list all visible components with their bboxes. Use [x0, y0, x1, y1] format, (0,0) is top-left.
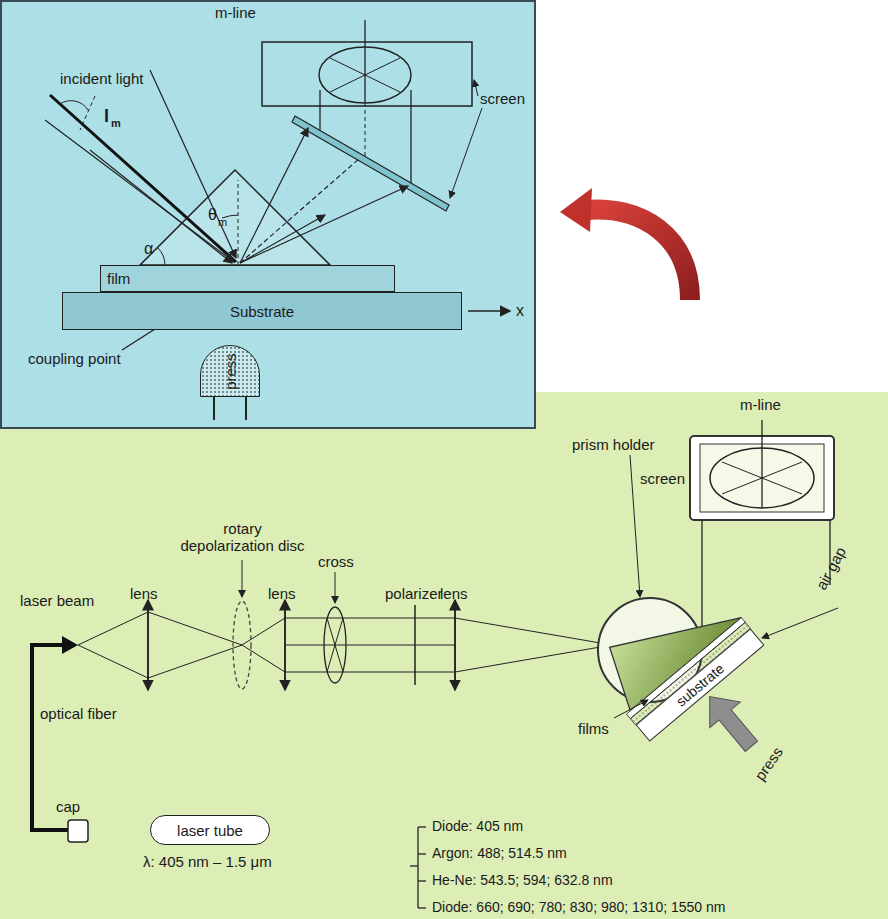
callout: cap — [56, 798, 80, 815]
callout: incident light — [60, 70, 143, 87]
node-label: Substrate — [230, 303, 294, 320]
callout: laser beam — [20, 592, 94, 609]
substrate-block: Substrate — [62, 292, 462, 330]
callout: lens — [440, 585, 468, 602]
press-block: press — [200, 345, 260, 397]
laser-line: Diode: 660; 690; 780; 830; 980; 1310; 15… — [432, 899, 725, 915]
callout: screen — [480, 90, 525, 107]
callout: m-line — [215, 4, 256, 21]
node-label: press — [222, 353, 239, 390]
callout: m-line — [740, 396, 781, 413]
callout: rotary depolarization disc — [180, 520, 305, 554]
symbol-subscript: m — [218, 216, 227, 229]
callout: screen — [640, 470, 685, 487]
callout: films — [578, 720, 609, 737]
callout: prism holder — [572, 436, 655, 453]
callout: coupling point — [28, 350, 121, 367]
laser-line: He-Ne: 543.5; 594; 632.8 nm — [432, 872, 613, 888]
laser-line: Argon: 488; 514.5 nm — [432, 845, 567, 861]
axis-label: x — [516, 302, 524, 320]
node-label: film — [107, 270, 130, 287]
wavelength-range: λ: 405 nm – 1.5 μm — [143, 853, 272, 870]
film-layer: film — [100, 265, 395, 292]
callout: lens — [130, 585, 158, 602]
node-label: laser tube — [177, 822, 243, 839]
laser-tube: laser tube — [150, 815, 270, 845]
blue-panel — [1, 1, 535, 428]
callout: optical fiber — [40, 705, 117, 722]
callout: polarizer — [385, 585, 443, 602]
symbol-subscript: m — [111, 117, 121, 130]
symbol: α — [144, 240, 153, 258]
symbol: l — [104, 106, 109, 126]
green-panel — [0, 392, 888, 919]
callout: cross — [318, 553, 354, 570]
laser-line: Diode: 405 nm — [432, 818, 523, 834]
callout: lens — [268, 585, 296, 602]
symbol: θ — [208, 206, 217, 224]
